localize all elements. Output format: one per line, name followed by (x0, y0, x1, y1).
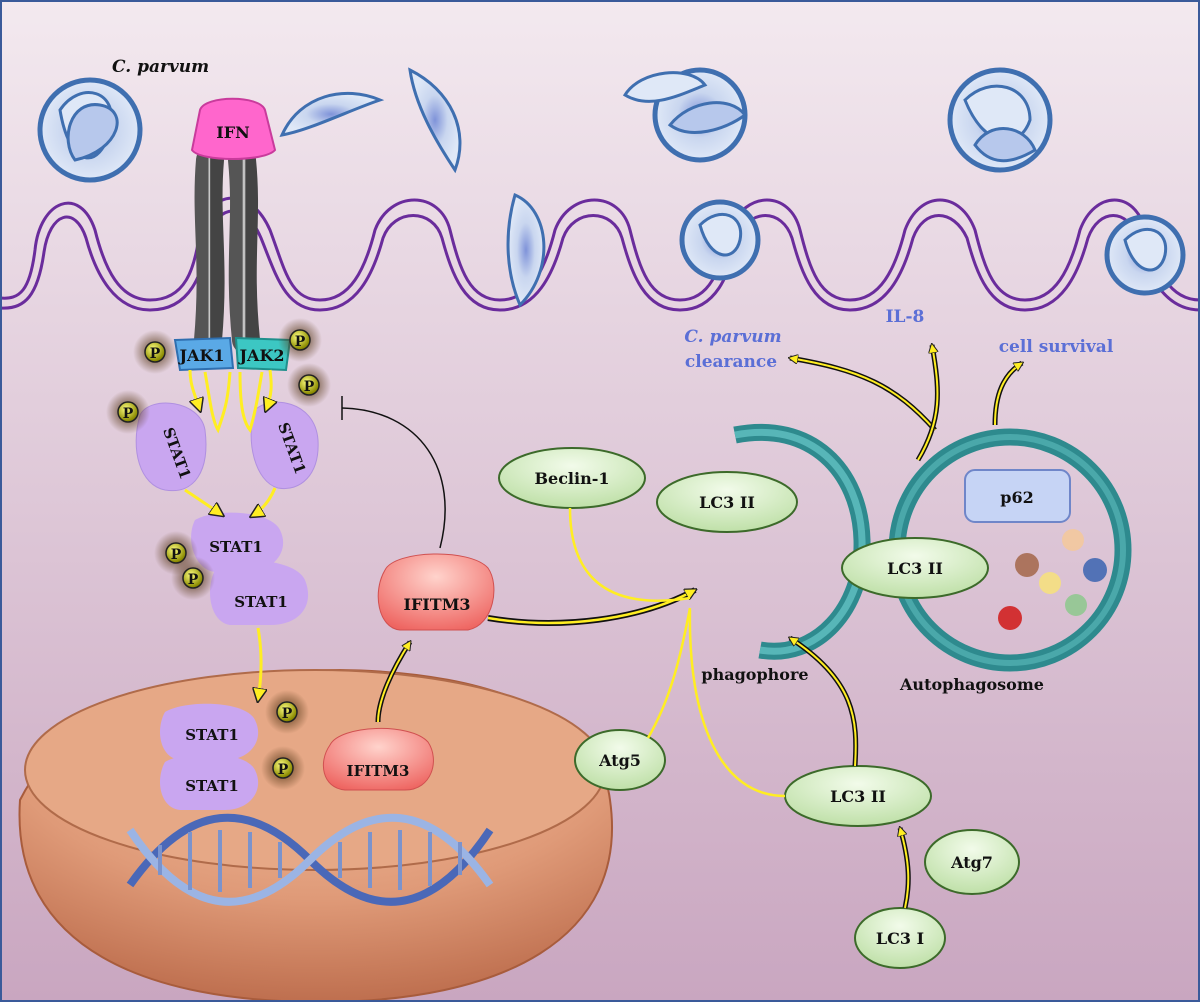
c-parvum-internalized (679, 199, 761, 281)
svg-text:JAK2: JAK2 (237, 346, 284, 365)
svg-text:IFITM3: IFITM3 (403, 595, 470, 614)
c-parvum-label: C. parvum (112, 57, 209, 77)
phosphate-group: P (278, 318, 322, 362)
ifn-label: IFN (216, 123, 249, 142)
svg-text:P: P (188, 572, 199, 588)
c-parvum-oocyst (622, 67, 748, 163)
ifn-receptor (194, 146, 260, 354)
lc3-ii-converted: LC3 II (784, 765, 932, 827)
clearance-species-label: C. parvum (684, 327, 781, 347)
svg-text:Atg7: Atg7 (950, 853, 993, 872)
ifn-ligand: IFN (190, 97, 277, 160)
phosphate-group: P (287, 363, 331, 407)
cell-survival-label: cell survival (999, 337, 1114, 357)
svg-text:P: P (295, 334, 306, 350)
lc3-ii-phagophore: LC3 II (656, 471, 798, 533)
atg7: Atg7 (924, 829, 1020, 895)
svg-text:P: P (304, 379, 315, 395)
phosphate-group: P (106, 390, 150, 434)
c-parvum-sporozoite (279, 67, 546, 308)
svg-text:JAK1: JAK1 (177, 346, 224, 365)
svg-text:Atg5: Atg5 (598, 751, 641, 770)
svg-text:P: P (278, 762, 289, 778)
svg-text:LC3 II: LC3 II (699, 493, 755, 512)
stat1-monomer: STAT1 (135, 402, 207, 492)
jak1: JAK1 (173, 336, 235, 372)
ifitm3-inhibition-line (341, 407, 446, 549)
cargo-dots (998, 529, 1107, 630)
svg-text:STAT1: STAT1 (185, 777, 239, 795)
svg-text:IFITM3: IFITM3 (347, 762, 410, 780)
svg-text:p62: p62 (1000, 488, 1033, 507)
stat1-dimer-cytoplasm: STAT1 STAT1 (191, 512, 309, 625)
svg-text:LC3 II: LC3 II (887, 559, 943, 578)
svg-text:STAT1: STAT1 (185, 726, 239, 744)
autophagosome: p62 (888, 428, 1132, 672)
stat1-monomer: STAT1 (250, 401, 319, 490)
svg-text:P: P (150, 346, 161, 362)
c-parvum-oocyst (947, 67, 1053, 173)
svg-text:P: P (171, 547, 182, 563)
svg-text:STAT1: STAT1 (234, 593, 288, 611)
ifitm3-protein: IFITM3 (377, 553, 495, 631)
ifitm3-translation-arrow-yellow (377, 642, 410, 723)
c-parvum-internalized (1104, 214, 1186, 296)
phosphate-group: P (261, 746, 305, 790)
stat1-dimer-nucleus: STAT1 STAT1 (160, 703, 259, 810)
clearance-label: clearance (685, 352, 777, 372)
atg5: Atg5 (574, 729, 666, 791)
phosphate-group: P (265, 690, 309, 734)
svg-text:LC3 I: LC3 I (876, 929, 924, 948)
svg-text:STAT1: STAT1 (209, 538, 263, 556)
autophagy-arrows (487, 345, 1022, 909)
lc3-i: LC3 I (854, 907, 946, 969)
p62-box (964, 469, 1071, 523)
autophagosome-label: Autophagosome (899, 675, 1044, 694)
dna-helix (126, 813, 494, 906)
jak2: JAK2 (234, 336, 292, 372)
lc3-ii-autophagosome: LC3 II (841, 537, 989, 599)
ifitm3-gene-product: IFITM3 (322, 727, 434, 791)
svg-text:Beclin-1: Beclin-1 (534, 469, 609, 488)
plasma-membrane (0, 196, 1200, 312)
jak-stat-arrows (184, 369, 275, 700)
c-parvum-oocyst (37, 77, 143, 183)
phosphate-group: P (171, 556, 215, 600)
beclin-1: Beclin-1 (498, 447, 646, 509)
svg-text:LC3 II: LC3 II (830, 787, 886, 806)
phagophore-label: phagophore (701, 665, 808, 684)
il8-label: IL-8 (886, 307, 925, 327)
svg-text:P: P (123, 406, 134, 422)
svg-text:P: P (282, 706, 293, 722)
nucleus-rim (24, 669, 606, 871)
phosphate-group: P (133, 330, 177, 374)
